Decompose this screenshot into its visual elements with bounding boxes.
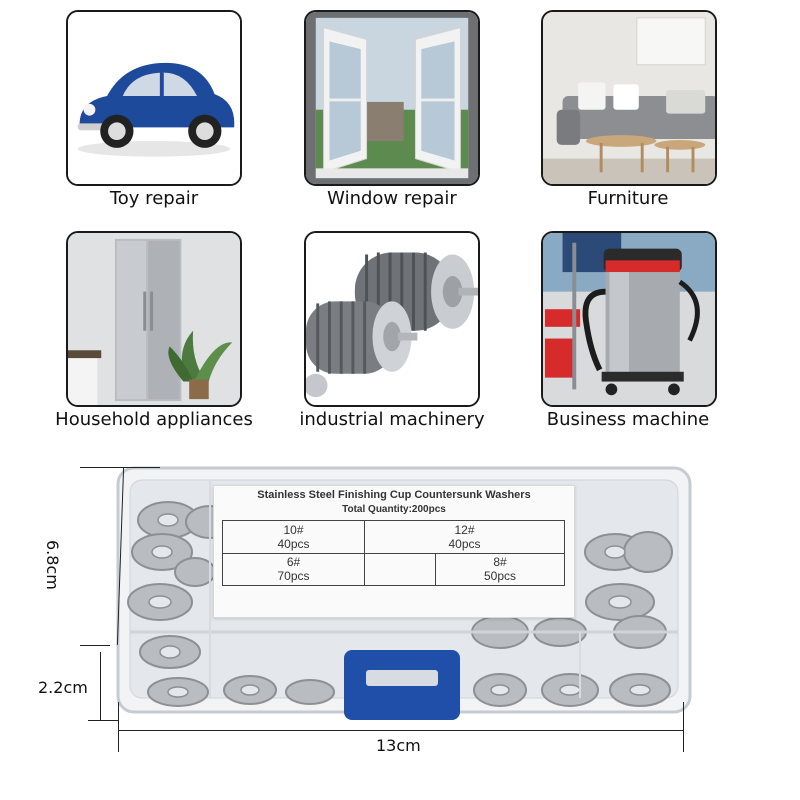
height-dimension-label: 6.8cm bbox=[43, 540, 62, 590]
width-dimension-line bbox=[118, 730, 684, 731]
toy-repair-image bbox=[66, 10, 242, 186]
furniture-image bbox=[541, 10, 717, 186]
caption-household-appliances: Household appliances bbox=[55, 409, 253, 430]
caption-business-machine: Business machine bbox=[546, 409, 710, 430]
height-dimension-bottom-tick bbox=[80, 645, 110, 646]
toy-car-icon bbox=[68, 12, 240, 184]
depth-dimension-bottom-tick bbox=[88, 720, 118, 721]
caption-furniture: Furniture bbox=[587, 188, 669, 209]
household-appliances-image bbox=[66, 231, 242, 407]
size-quantity-table: 10# 40pcs 12# 40pcs 6# 70pcs 8# 50pcs bbox=[222, 520, 565, 586]
cell-8: 8# 50pcs bbox=[483, 555, 517, 583]
business-machine-image bbox=[541, 231, 717, 407]
product-title: Stainless Steel Finishing Cup Countersun… bbox=[257, 489, 531, 501]
cell-12: 12# 40pcs bbox=[448, 523, 481, 551]
electric-motor-icon bbox=[306, 233, 478, 405]
product-label: Stainless Steel Finishing Cup Countersun… bbox=[213, 485, 575, 618]
refrigerator-icon bbox=[68, 233, 240, 405]
total-quantity: Total Quantity:200pcs bbox=[342, 504, 446, 515]
height-dimension-top-tick bbox=[80, 467, 160, 468]
width-dimension-left-tick bbox=[118, 702, 119, 752]
industrial-machinery-image bbox=[304, 231, 480, 407]
caption-toy-repair: Toy repair bbox=[109, 188, 199, 209]
width-dimension-label: 13cm bbox=[376, 736, 421, 755]
window-repair-image bbox=[304, 10, 480, 186]
depth-dimension-line bbox=[100, 652, 101, 720]
depth-dimension-label: 2.2cm bbox=[38, 678, 88, 697]
caption-window-repair: Window repair bbox=[327, 188, 457, 209]
window-icon bbox=[306, 12, 478, 184]
cell-10: 10# 40pcs bbox=[277, 523, 310, 551]
caption-industrial-machinery: industrial machinery bbox=[299, 409, 485, 430]
width-dimension-right-tick bbox=[683, 702, 684, 752]
sofa-icon bbox=[543, 12, 715, 184]
cell-6: 6# 70pcs bbox=[277, 555, 310, 583]
vacuum-cleaner-icon bbox=[543, 233, 715, 405]
